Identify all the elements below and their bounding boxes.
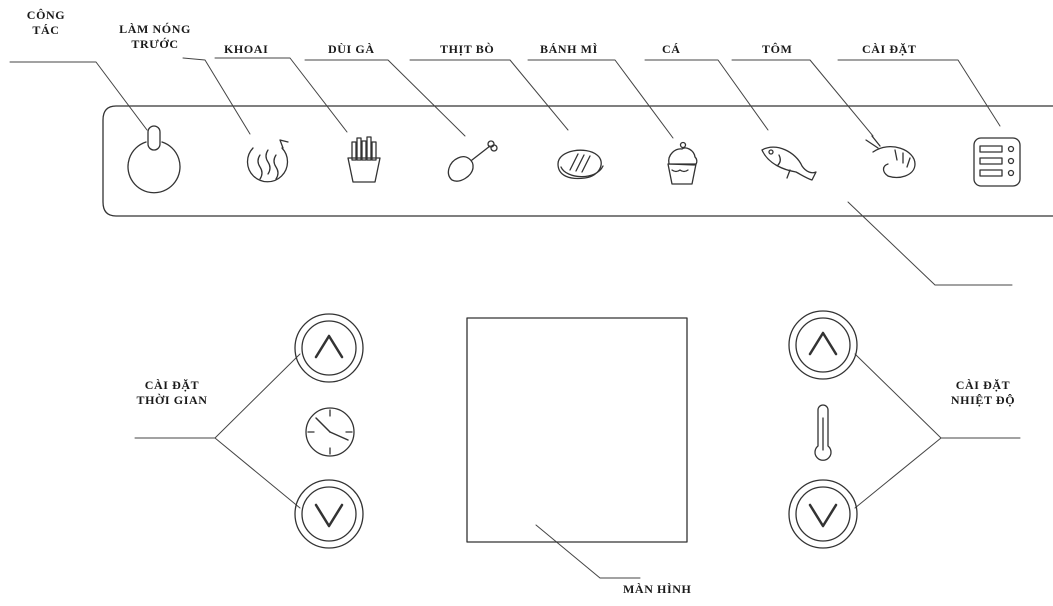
settings-icon[interactable] (973, 137, 1021, 187)
display-screen (466, 317, 688, 543)
label-settings: CÀI ĐẶT (862, 42, 917, 56)
shrimp-icon[interactable] (865, 135, 916, 179)
temp-up-icon[interactable] (788, 310, 858, 380)
label-temp-settings: CÀI ĐẶT NHIỆT ĐỘ (950, 378, 1016, 407)
label-fish: CÁ (662, 42, 681, 56)
temp-down-icon[interactable] (788, 479, 858, 549)
label-power: CÔNG TÁC (26, 8, 66, 37)
label-time-settings: CÀI ĐẶT THỜI GIAN (136, 378, 208, 407)
label-screen: MÀN HÌNH (623, 582, 692, 596)
drumstick-icon[interactable] (447, 140, 498, 182)
thermometer-icon (814, 404, 832, 461)
fries-icon[interactable] (347, 136, 381, 183)
time-up-icon[interactable] (294, 313, 364, 383)
power-icon[interactable] (127, 125, 181, 194)
time-down-icon[interactable] (294, 479, 364, 549)
label-fries: KHOAI (224, 42, 269, 56)
steak-icon[interactable] (557, 149, 604, 180)
label-shrimp: TÔM (762, 42, 793, 56)
label-drumstick: DÙI GÀ (328, 42, 375, 56)
preheat-icon[interactable] (246, 139, 289, 183)
cake-icon[interactable] (667, 141, 698, 185)
label-preheat: LÀM NÓNG TRƯỚC (119, 22, 191, 51)
label-cake: BÁNH MÌ (540, 42, 598, 56)
clock-icon (305, 407, 355, 457)
leader-lines (9, 57, 1021, 579)
label-steak: THỊT BÒ (440, 42, 495, 56)
top-panel-outline (102, 105, 1053, 217)
fish-icon[interactable] (761, 146, 817, 181)
